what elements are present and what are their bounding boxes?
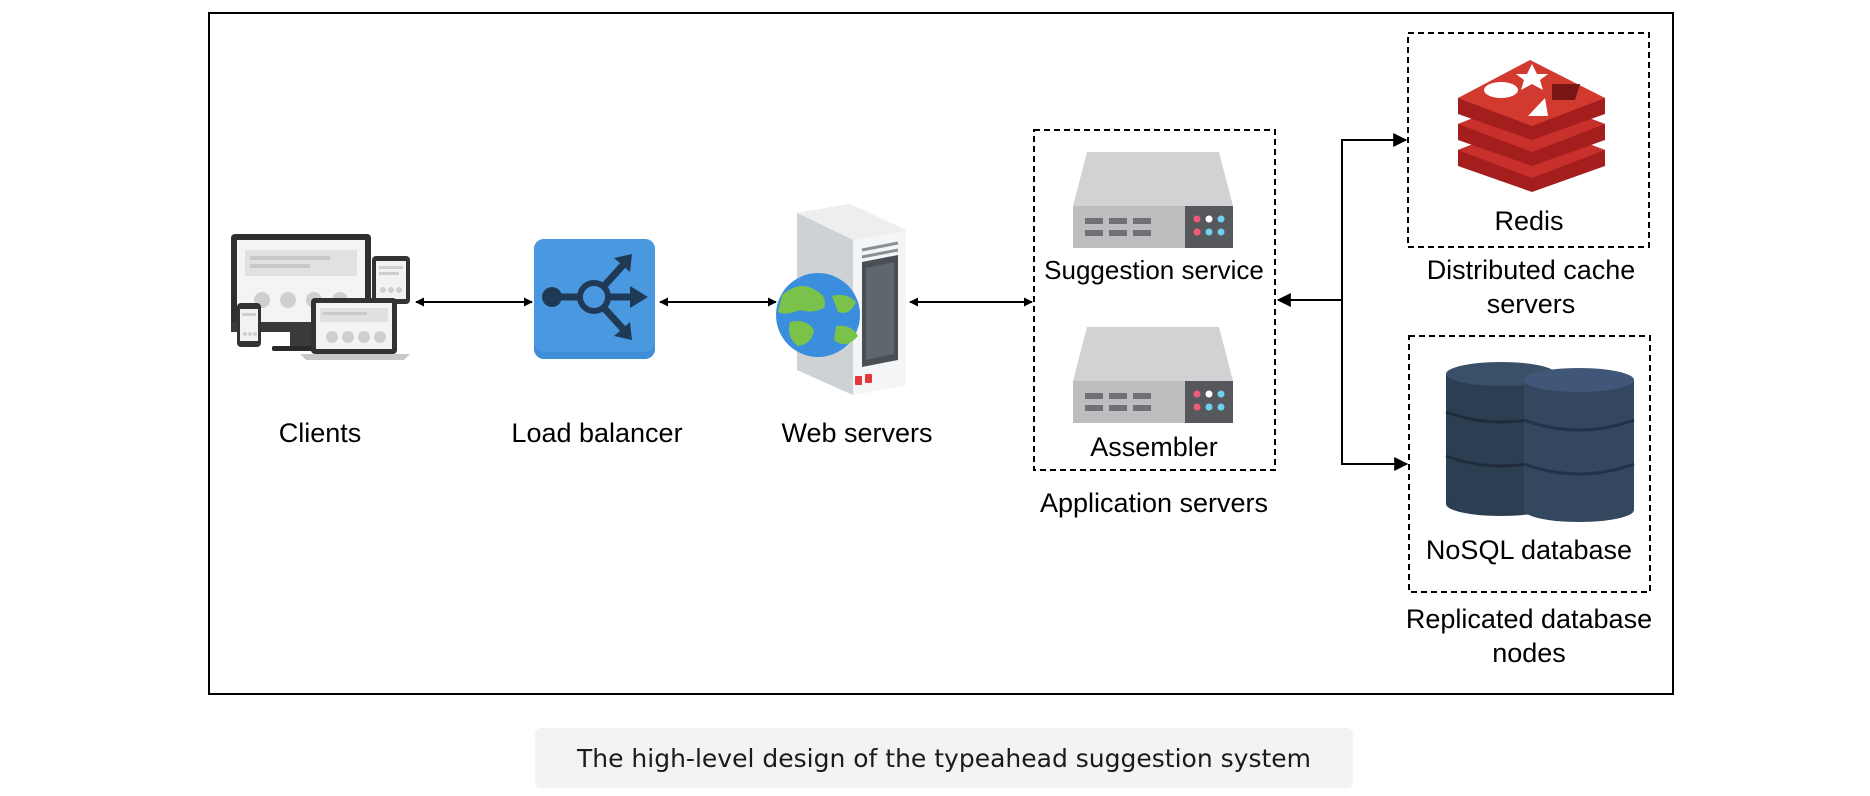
replicated-db-group [1408, 335, 1651, 593]
diagram-frame [208, 12, 1674, 695]
cache-group [1407, 32, 1650, 248]
cache-group-label-line2: servers [1487, 289, 1576, 319]
nosql-database-label: NoSQL database [1426, 535, 1632, 565]
assembler-label: Assembler [1090, 432, 1218, 462]
web-servers-label: Web servers [781, 418, 932, 448]
server-rack-icon [1073, 152, 1233, 248]
edge-app-servers-cache [1341, 133, 1408, 300]
redis-label: Redis [1494, 206, 1563, 236]
load-balancer-label: Load balancer [511, 418, 682, 448]
web-server-icon [776, 204, 906, 395]
cache-group-label-line1: Distributed cache [1427, 255, 1636, 285]
database-icon [1445, 362, 1635, 522]
architecture-diagram: Suggestion service Assembler Application… [208, 12, 1674, 695]
clients-label: Clients [279, 418, 362, 448]
replicated-db-label-line1: Replicated database [1406, 604, 1652, 634]
application-servers-group [1033, 129, 1276, 471]
figure-caption-text: The high-level design of the typeahead s… [576, 743, 1312, 773]
application-servers-label: Application servers [1040, 488, 1268, 518]
edge-app-servers-db [1341, 300, 1409, 471]
devices-icon [231, 234, 410, 360]
figure-caption: The high-level design of the typeahead s… [535, 728, 1353, 788]
replicated-db-label-line2: nodes [1492, 638, 1566, 668]
server-rack-icon [1073, 327, 1233, 423]
redis-icon [1458, 60, 1605, 192]
suggestion-service-label: Suggestion service [1044, 255, 1264, 285]
load-balancer-icon [534, 239, 655, 359]
